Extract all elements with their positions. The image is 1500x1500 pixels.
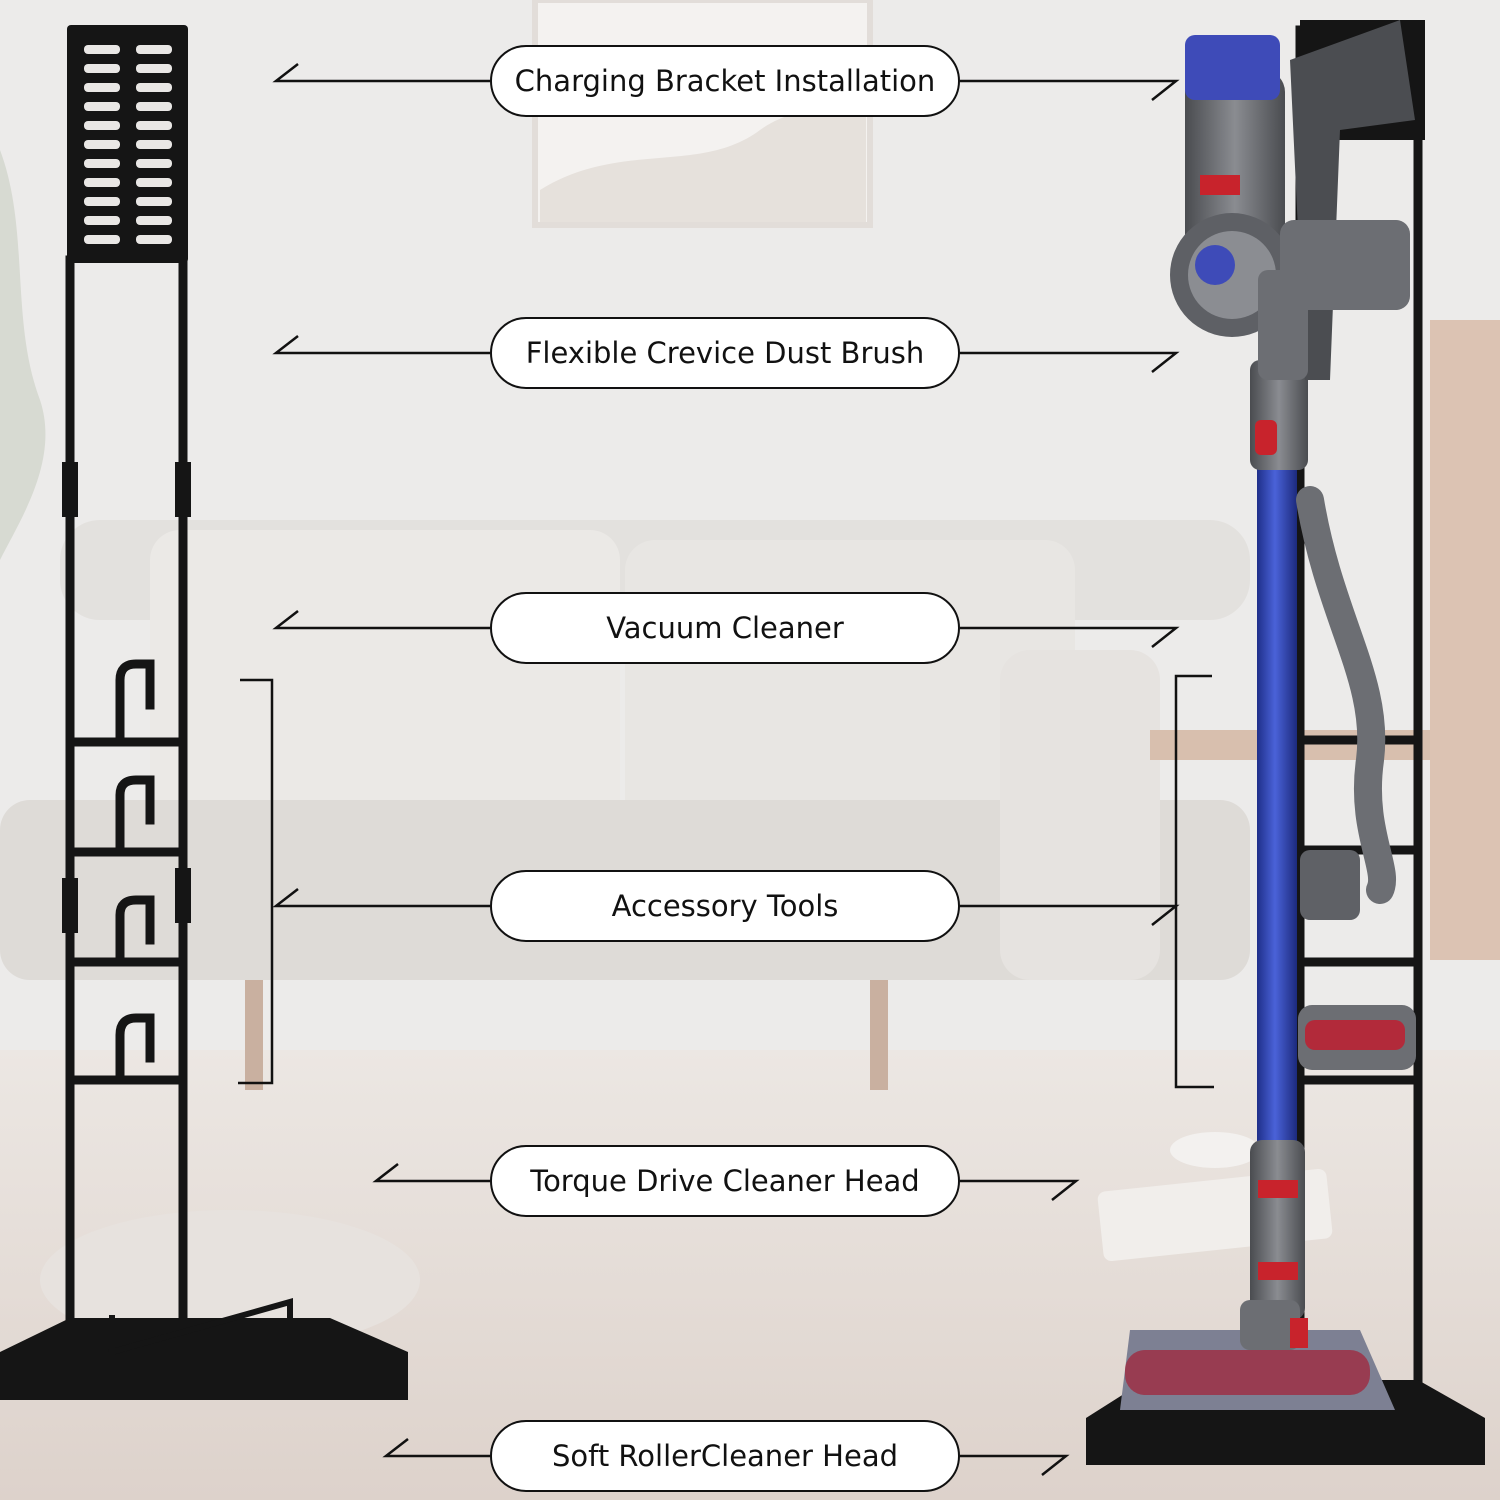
label-soft-roller-cleaner-head: Soft RollerCleaner Head — [490, 1420, 960, 1492]
empty-stand — [0, 25, 408, 1400]
accessory-brackets — [238, 674, 1214, 1089]
label-charging-bracket-installation: Charging Bracket Installation — [490, 45, 960, 117]
label-torque-drive-cleaner-head: Torque Drive Cleaner Head — [490, 1145, 960, 1217]
label-flexible-crevice-dust-brush: Flexible Crevice Dust Brush — [490, 317, 960, 389]
label-accessory-tools: Accessory Tools — [490, 870, 960, 942]
label-vacuum-cleaner: Vacuum Cleaner — [490, 592, 960, 664]
plate-slots — [84, 45, 172, 244]
right-connector-lines — [960, 79, 1180, 1476]
stand-with-vacuum — [1086, 20, 1485, 1465]
vacuum-wand — [1257, 460, 1297, 1160]
left-connector-lines — [272, 63, 490, 1458]
